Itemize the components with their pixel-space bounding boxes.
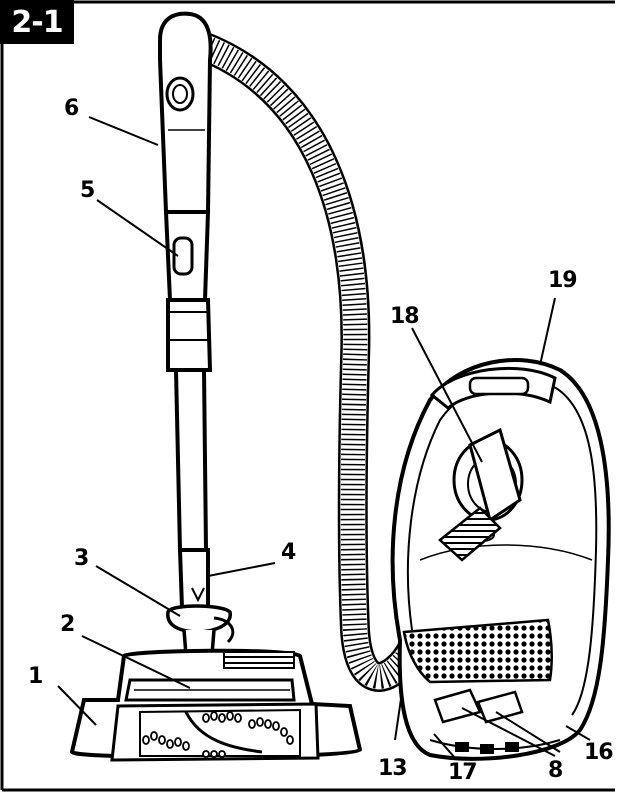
callout-3: 3 — [74, 546, 89, 571]
callout-1: 1 — [28, 664, 43, 689]
callout-19: 19 — [548, 268, 578, 293]
callout-6: 6 — [64, 96, 79, 121]
callout-5: 5 — [80, 178, 95, 203]
canister-body — [390, 358, 611, 761]
callout-13: 13 — [378, 756, 408, 781]
callout-2: 2 — [60, 612, 75, 637]
wand — [158, 11, 235, 657]
callout-17: 17 — [448, 760, 478, 785]
callout-16: 16 — [584, 740, 614, 765]
callout-8: 8 — [548, 758, 563, 783]
callout-18: 18 — [390, 304, 420, 329]
callout-4: 4 — [281, 540, 296, 565]
power-nozzle — [69, 648, 363, 762]
figure-number-tag: 2-1 — [0, 0, 74, 44]
leader-lines — [57, 116, 591, 759]
